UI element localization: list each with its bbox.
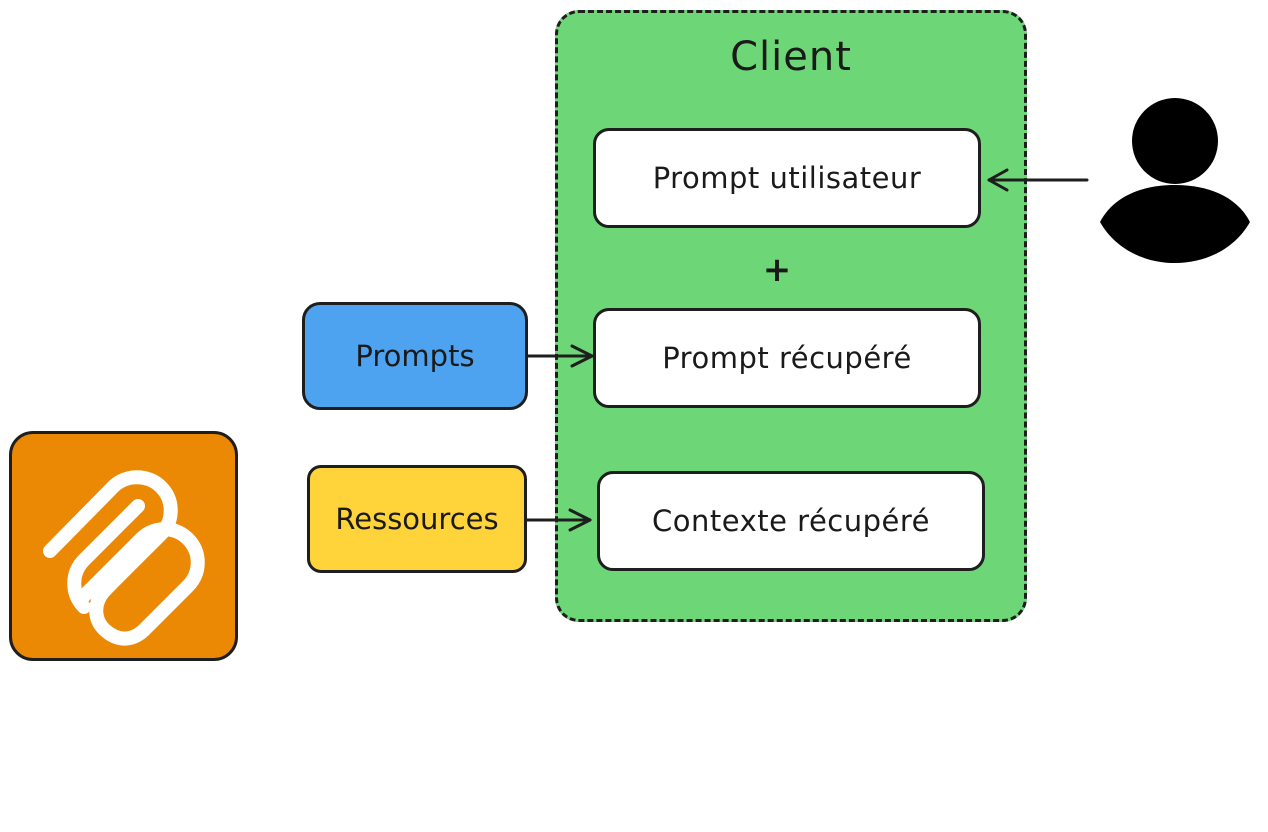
arrowhead-prompts-to-retrieved-prompt <box>570 344 594 368</box>
retrieved-prompt-box: Prompt récupéré <box>593 308 981 408</box>
plus-sign: + <box>762 250 792 290</box>
retrieved-prompt-label: Prompt récupéré <box>662 341 912 375</box>
prompt-user-label: Prompt utilisateur <box>652 161 922 195</box>
user-icon <box>1100 98 1250 263</box>
resources-source-label: Ressources <box>335 502 499 536</box>
client-title: Client <box>730 34 852 80</box>
resources-source-box: Ressources <box>307 465 527 573</box>
arrowhead-user-to-prompt <box>987 168 1009 192</box>
retrieved-context-label: Contexte récupéré <box>652 504 930 538</box>
prompts-source-label: Prompts <box>355 339 475 373</box>
retrieved-context-box: Contexte récupéré <box>597 471 985 571</box>
prompt-user-box: Prompt utilisateur <box>593 128 981 228</box>
mcp-logo-box <box>9 431 238 661</box>
mcp-logo-icon <box>43 470 205 646</box>
prompts-source-box: Prompts <box>302 302 528 410</box>
arrowhead-resources-to-context <box>568 508 592 532</box>
